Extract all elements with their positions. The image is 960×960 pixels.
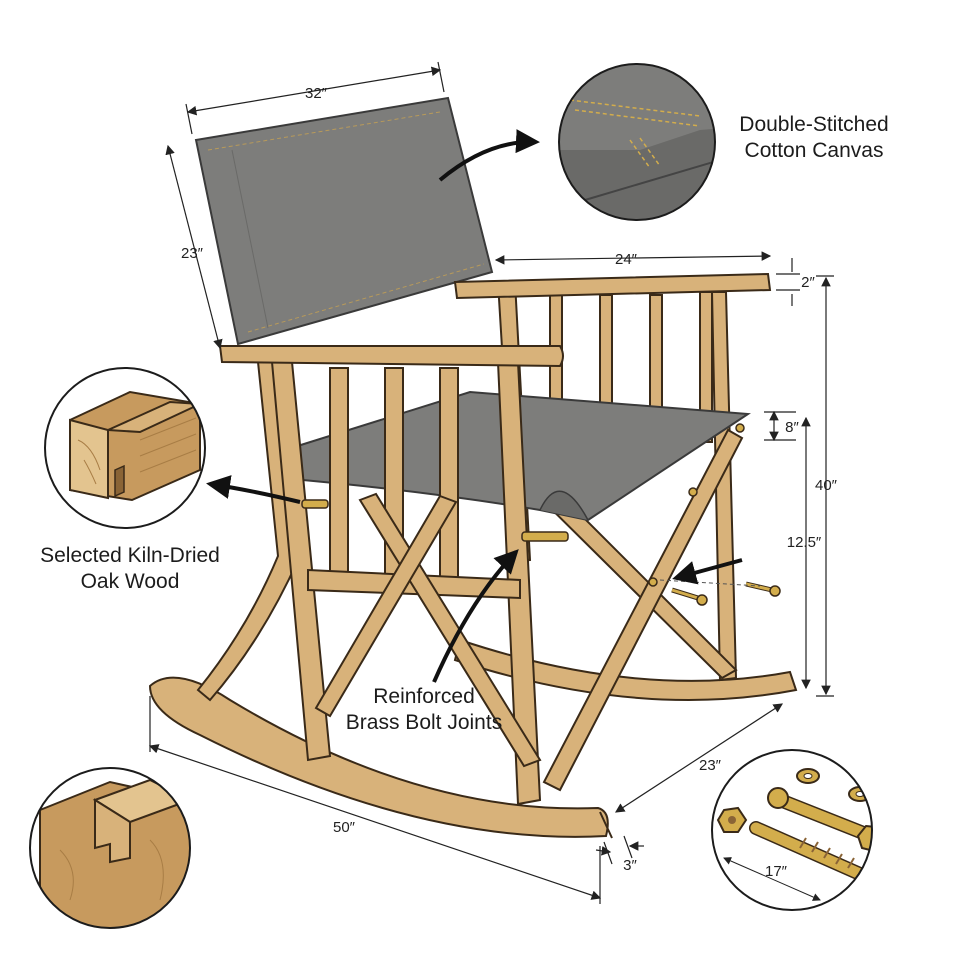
canvas-detail-inset [558, 63, 716, 221]
dim-rocker-thickness: 3″ [623, 857, 637, 874]
dim-backrest-height: 23″ [181, 245, 204, 262]
rocker-back [453, 638, 798, 701]
bolt-hardware-inset [711, 749, 873, 911]
callout-wood-line2: Oak Wood [80, 570, 180, 593]
callout-wood: Selected Kiln-Dried Oak Wood [20, 543, 240, 595]
joint-detail-inset [29, 767, 191, 929]
callout-joints-line1: Reinforced [373, 685, 475, 708]
dim-seat-thickness: 8″ [785, 419, 799, 436]
bolt-dashed-path [659, 579, 761, 587]
dim-backrest-width: 32″ [305, 85, 328, 102]
oak-wood-inset [44, 367, 206, 529]
dim-bolt-length: 17″ [765, 863, 788, 880]
loose-bolt-2 [745, 581, 781, 597]
callout-canvas-line1: Double-Stitched [739, 113, 889, 136]
callout-canvas-line2: Cotton Canvas [744, 139, 884, 162]
callout-wood-line1: Selected Kiln-Dried [40, 544, 220, 567]
dim-overall-depth: 23″ [699, 757, 722, 774]
dim-overall-height: 40″ [815, 477, 838, 494]
callout-arrows [206, 129, 743, 683]
loose-bolt-1 [671, 587, 708, 606]
callout-joints-line2: Brass Bolt Joints [345, 711, 503, 734]
backrest-canvas [194, 96, 494, 346]
dim-rocker-length: 50″ [333, 819, 356, 836]
dim-armrest-length: 24″ [615, 251, 638, 268]
dim-armrest-thickness: 2″ [801, 274, 815, 291]
left-armrest [218, 345, 564, 368]
callout-joints: Reinforced Brass Bolt Joints [326, 684, 522, 736]
dimension-lines [148, 61, 834, 904]
bolt-pins [301, 423, 745, 587]
right-armrest [453, 272, 772, 300]
callout-canvas: Double-Stitched Cotton Canvas [724, 112, 904, 164]
dim-seat-to-rocker: 12.5″ [787, 534, 822, 551]
